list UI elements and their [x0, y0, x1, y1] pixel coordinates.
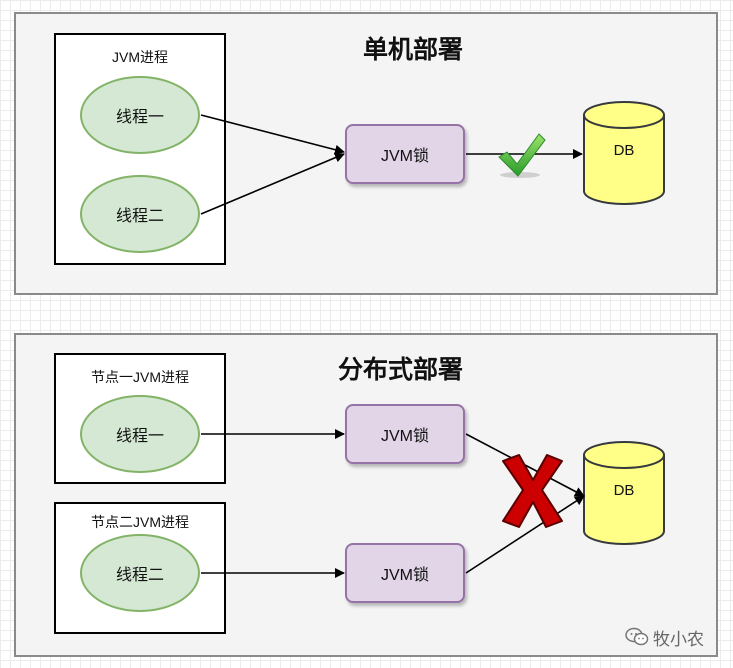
- thread-one: 线程一: [80, 76, 200, 154]
- node-one-process-label: 节点一JVM进程: [91, 369, 189, 385]
- thread-two: 线程二: [80, 175, 200, 253]
- database-label: DB: [613, 142, 635, 159]
- watermark: 牧小农: [625, 625, 704, 649]
- watermark-text: 牧小农: [653, 629, 704, 649]
- single-deploy-title: 单机部署: [363, 36, 464, 64]
- database-label: DB: [613, 482, 635, 499]
- distributed-deploy-title: 分布式部署: [338, 356, 464, 384]
- jvm-lock: JVM锁: [345, 124, 465, 184]
- wechat-icon: [625, 627, 649, 646]
- node-two-jvm-lock: JVM锁: [345, 543, 465, 603]
- database-single: DB: [582, 100, 666, 206]
- arrow-node-two-lock-to-db: [465, 495, 585, 574]
- node-two-process-label: 节点二JVM进程: [91, 514, 189, 530]
- node-one-jvm-lock: JVM锁: [345, 404, 465, 464]
- red-x-icon: [502, 454, 563, 528]
- node-one-thread: 线程一: [80, 395, 200, 473]
- database-cylinder-icon: [583, 441, 665, 545]
- arrow-thread-one-to-lock: [200, 114, 345, 155]
- arrow-thread-two-to-lock: [200, 152, 345, 215]
- database-distributed: DB: [582, 440, 666, 546]
- database-cylinder-icon: [583, 101, 665, 205]
- node-two-thread: 线程二: [80, 534, 200, 612]
- checkmark-icon: [498, 133, 546, 178]
- jvm-process-label: JVM进程: [112, 49, 168, 65]
